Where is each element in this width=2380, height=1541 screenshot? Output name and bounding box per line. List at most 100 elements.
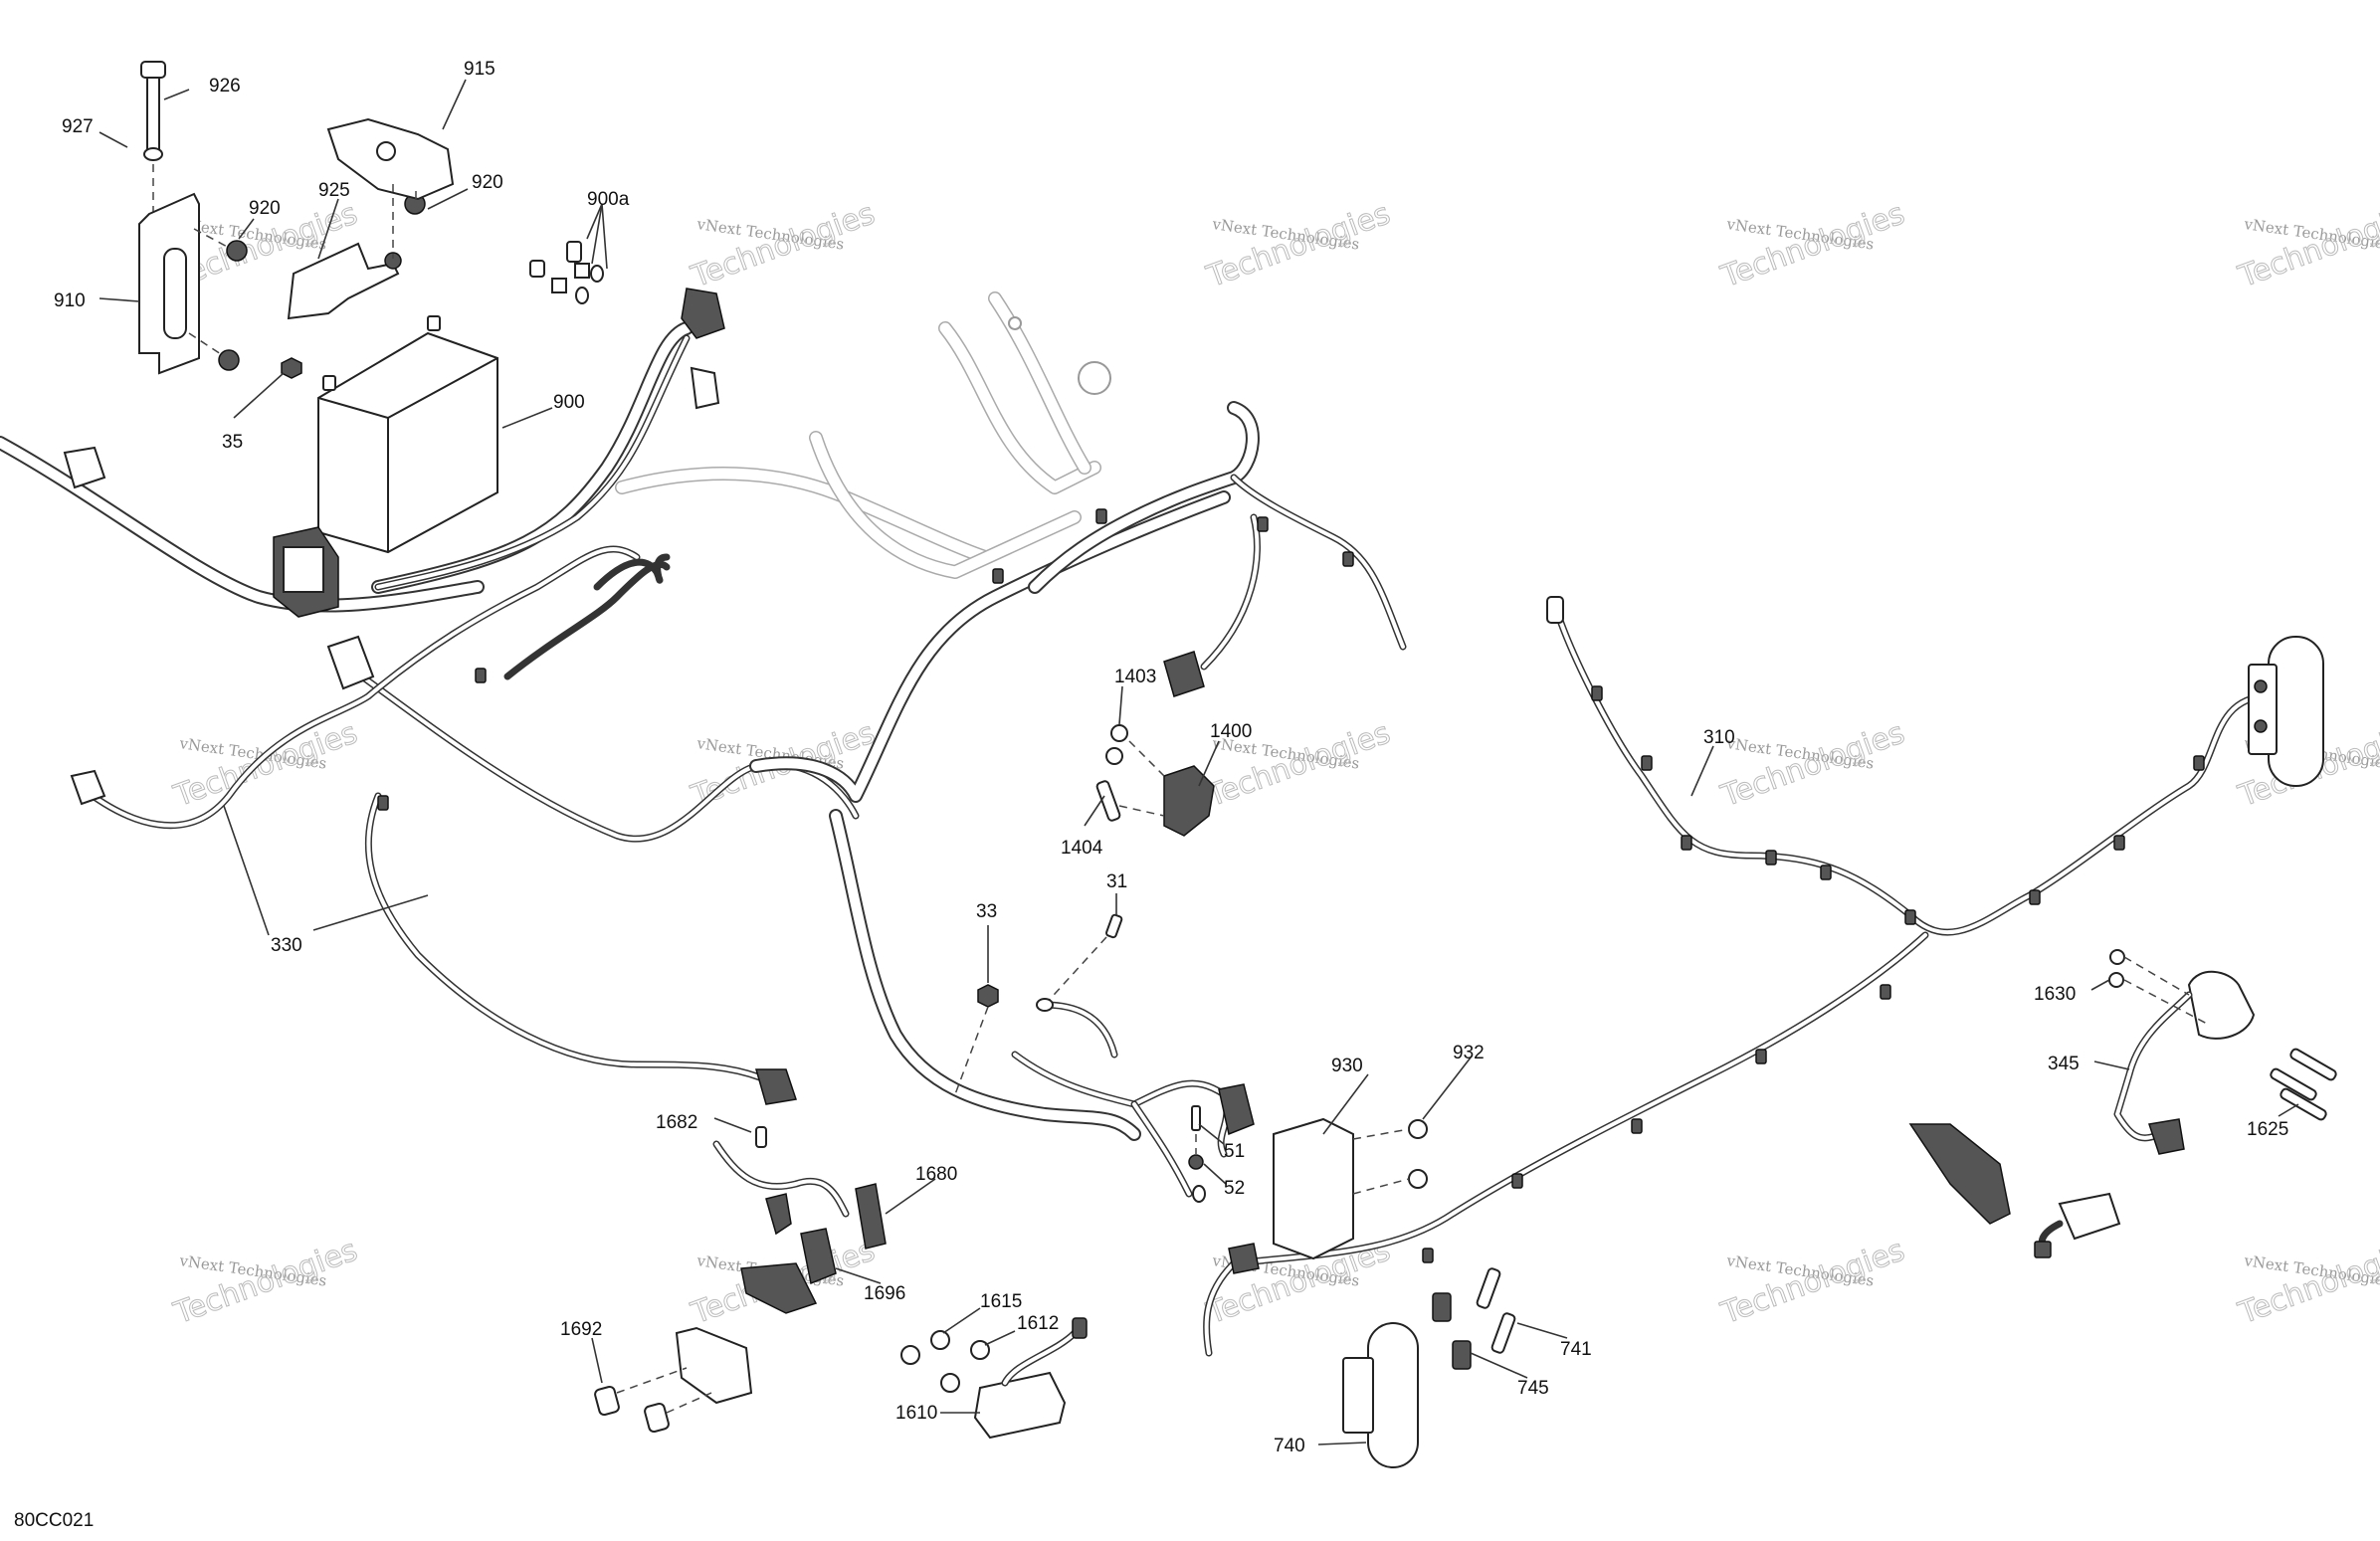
rear-harness-310	[1203, 596, 2273, 1357]
washer-52	[1188, 1154, 1204, 1170]
callout-1682[interactable]: 1682	[656, 1112, 697, 1133]
callout-740[interactable]: 740	[1274, 1436, 1305, 1456]
tail-lamp-nut	[2254, 719, 2268, 733]
bolt-1692	[594, 1385, 620, 1417]
light-345-connector	[2148, 1118, 2185, 1155]
left-connectors	[70, 635, 797, 1105]
bracket-1692	[675, 1326, 753, 1405]
harness-connector	[1546, 596, 1564, 624]
callout-915[interactable]: 915	[464, 59, 496, 80]
switch-module	[2058, 1192, 2121, 1241]
sensor-1680	[855, 1183, 887, 1250]
harness-clip	[377, 795, 389, 811]
callout-741[interactable]: 741	[1560, 1339, 1592, 1360]
callout-910[interactable]: 910	[54, 290, 86, 311]
nut-33	[977, 984, 999, 1008]
callout-925[interactable]: 925	[318, 180, 350, 201]
connector-1400	[1163, 651, 1205, 697]
callout-31[interactable]: 31	[1106, 871, 1127, 892]
nut-1630	[2109, 949, 2125, 965]
callout-745[interactable]: 745	[1517, 1378, 1549, 1399]
callout-52[interactable]: 52	[1224, 1178, 1245, 1199]
harness-clip	[475, 668, 487, 683]
callout-1692[interactable]: 1692	[560, 1319, 602, 1340]
svg-text:Technologies: Technologies	[1716, 196, 1909, 294]
callout-932[interactable]: 932	[1453, 1043, 1485, 1063]
harness-clip	[2113, 835, 2125, 851]
callout-1696[interactable]: 1696	[864, 1283, 905, 1304]
bolt-1625	[2280, 1087, 2327, 1121]
hardware-900a-nut	[551, 278, 567, 293]
nut-1630	[2108, 972, 2124, 988]
washer-927	[143, 147, 163, 161]
battery-group	[63, 61, 725, 618]
lamp-740	[1367, 1322, 1419, 1468]
callout-1612[interactable]: 1612	[1017, 1313, 1059, 1334]
bolt-1692	[644, 1402, 670, 1434]
callout-1615[interactable]: 1615	[980, 1291, 1022, 1312]
callout-920[interactable]: 920	[472, 172, 503, 193]
washer-1612	[970, 1340, 990, 1360]
callout-1630[interactable]: 1630	[2034, 984, 2076, 1005]
callout-1404[interactable]: 1404	[1061, 838, 1103, 859]
lamp-740-group	[1228, 1243, 1516, 1468]
watermark: vNext Technologies Technologies	[168, 715, 362, 815]
watermark: vNext Technologies Technologies	[1715, 1233, 1909, 1332]
callout-310[interactable]: 310	[1703, 727, 1735, 748]
callout-1403[interactable]: 1403	[1114, 667, 1156, 687]
hardware-900a-washer	[590, 265, 604, 283]
watermark: vNext Technologies Technologies	[168, 1233, 362, 1332]
cover-925	[287, 242, 400, 320]
mount-1696	[740, 1262, 818, 1314]
harness-clip	[1631, 1118, 1643, 1134]
callout-927[interactable]: 927	[62, 116, 94, 137]
callout-1610[interactable]: 1610	[895, 1403, 937, 1424]
battery-terminal	[427, 315, 441, 331]
callout-35[interactable]: 35	[222, 432, 243, 453]
callout-900[interactable]: 900	[553, 392, 585, 413]
module-connector	[1218, 1083, 1255, 1136]
harness-clip	[1095, 508, 1107, 524]
callout-345[interactable]: 345	[2048, 1054, 2080, 1074]
ring-terminal	[1192, 1185, 1206, 1203]
grommet-932	[1408, 1119, 1428, 1139]
screw-1682	[755, 1126, 767, 1148]
callout-1680[interactable]: 1680	[915, 1164, 957, 1185]
nut-1615	[900, 1345, 920, 1365]
hardware-900a-nut	[574, 263, 590, 279]
callout-926[interactable]: 926	[209, 76, 241, 96]
watermark: vNext Technologies Technologies	[2233, 1233, 2380, 1332]
harness-connector	[63, 446, 106, 489]
bolt-741	[1476, 1267, 1501, 1309]
bolt-31	[1105, 913, 1123, 939]
main-connector-grid	[283, 546, 324, 593]
callout-930[interactable]: 930	[1331, 1056, 1363, 1076]
bracket-slot	[163, 248, 187, 339]
callout-51[interactable]: 51	[1224, 1141, 1245, 1162]
nut-35	[281, 357, 302, 379]
callout-330[interactable]: 330	[271, 935, 302, 956]
harness-clip	[1765, 850, 1777, 866]
callout-33[interactable]: 33	[976, 901, 997, 922]
harness-clip	[1904, 909, 1916, 925]
battery-edge	[387, 357, 498, 419]
callout-1625[interactable]: 1625	[2247, 1119, 2288, 1140]
bolt-926	[146, 69, 160, 160]
nut-1615	[930, 1330, 950, 1350]
watermark: vNext Technologies Technologies	[1715, 196, 1909, 295]
harness-clip	[1681, 835, 1692, 851]
harness-clip	[992, 568, 1004, 584]
watermark: vNext Technologies Technologies	[686, 196, 880, 295]
callout-1400[interactable]: 1400	[1210, 721, 1252, 742]
svg-text:Technologies: Technologies	[169, 1233, 362, 1331]
nut-1403	[1110, 724, 1128, 742]
callout-900a[interactable]: 900a	[587, 189, 630, 210]
harness-connector	[681, 288, 725, 339]
switch-connector	[2034, 1241, 2052, 1258]
tail-lamp-nut	[2254, 679, 2268, 693]
svg-text:Technologies: Technologies	[1202, 196, 1395, 294]
callout-920[interactable]: 920	[249, 198, 281, 219]
lower-left-parts	[594, 1126, 1088, 1440]
harness-connector	[326, 635, 375, 690]
light-345-group	[1908, 949, 2337, 1258]
